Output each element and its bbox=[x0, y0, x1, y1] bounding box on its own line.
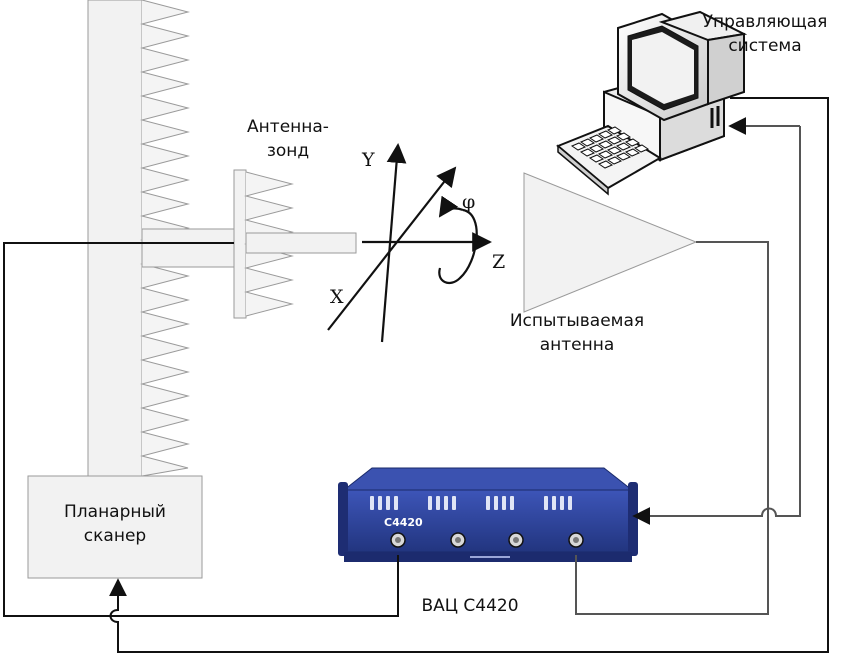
vna-port-core bbox=[573, 537, 579, 543]
axis-y-line bbox=[380, 143, 407, 343]
label-axis-y: Y bbox=[362, 149, 375, 171]
wire-probe-to-vna bbox=[3, 242, 399, 617]
vna-switch bbox=[544, 496, 548, 510]
wiring bbox=[3, 97, 829, 653]
axis-x-line bbox=[327, 166, 457, 331]
keyboard-key bbox=[624, 148, 641, 157]
label-planar-scanner: Планарный сканер bbox=[28, 500, 202, 548]
vna-switch bbox=[378, 496, 382, 510]
keyboard-key bbox=[597, 150, 614, 159]
keyboard-key bbox=[624, 138, 641, 147]
keyboard-key bbox=[606, 156, 623, 165]
vna-switch bbox=[510, 496, 514, 510]
keyboard-key bbox=[633, 144, 650, 153]
label-vna: ВАЦ С4420 bbox=[421, 596, 519, 616]
computer-icon bbox=[556, 10, 748, 196]
vna-switch bbox=[370, 496, 374, 510]
vna-switch bbox=[560, 496, 564, 510]
label-planar-scanner-line1: Планарный bbox=[64, 502, 166, 522]
vna-brand-label: C4420 bbox=[384, 516, 423, 529]
label-axis-z: Z bbox=[492, 251, 506, 273]
label-planar-scanner-line2: сканер bbox=[83, 526, 147, 546]
probe-mount-rod bbox=[141, 228, 235, 268]
vna-strip bbox=[470, 556, 510, 558]
vna-port-core bbox=[395, 537, 401, 543]
coordinate-axes bbox=[327, 143, 492, 343]
label-probe-antenna: Антенна- зонд bbox=[228, 115, 348, 163]
vna-port-core bbox=[513, 537, 519, 543]
vna-switch bbox=[436, 496, 440, 510]
label-axis-x: X bbox=[330, 286, 344, 308]
keyboard-key bbox=[570, 142, 587, 151]
vna-switch bbox=[552, 496, 556, 510]
keyboard-key bbox=[588, 134, 605, 143]
keyboard-key bbox=[606, 126, 623, 135]
label-test-antenna-line1: Испытываемая bbox=[509, 311, 645, 331]
rotation-arrow-icon bbox=[438, 195, 478, 285]
scanner-absorber-panel bbox=[87, 0, 190, 477]
keyboard-key bbox=[615, 152, 632, 161]
vna-switch bbox=[568, 496, 572, 510]
keyboard-key bbox=[606, 146, 623, 155]
vna-switch bbox=[452, 496, 456, 510]
vna-switch bbox=[386, 496, 390, 510]
vna-switch bbox=[394, 496, 398, 510]
wire-control-to-scanner bbox=[109, 97, 829, 653]
test-antenna bbox=[523, 172, 698, 313]
label-probe-antenna-line2: зонд bbox=[266, 141, 310, 161]
keyboard-key bbox=[588, 144, 605, 153]
vna-switch bbox=[428, 496, 432, 510]
vna-switch bbox=[502, 496, 506, 510]
keyboard-key bbox=[597, 140, 614, 149]
keyboard-key bbox=[615, 142, 632, 151]
keyboard-key bbox=[606, 136, 623, 145]
keyboard-key bbox=[597, 160, 614, 169]
keyboard-key bbox=[588, 154, 605, 163]
keyboard-key bbox=[579, 148, 596, 157]
keyboard-key bbox=[615, 132, 632, 141]
keyboard-key bbox=[579, 138, 596, 147]
vna-switch bbox=[444, 496, 448, 510]
vna-switch bbox=[494, 496, 498, 510]
vna-port-core bbox=[455, 537, 461, 543]
vna-switch bbox=[486, 496, 490, 510]
label-control-system-line1: Управляющая bbox=[702, 12, 828, 32]
label-axis-phi: φ bbox=[462, 191, 476, 213]
probe-antenna bbox=[233, 169, 357, 319]
label-probe-antenna-line1: Антенна- bbox=[247, 117, 329, 137]
planar-scanner-box bbox=[27, 475, 203, 579]
label-control-system: Управляющая система bbox=[690, 10, 840, 58]
wire-control-to-vna bbox=[632, 126, 801, 525]
wire-vna-to-test-antenna bbox=[575, 241, 769, 615]
label-test-antenna-line2: антенна bbox=[539, 335, 615, 355]
label-test-antenna: Испытываемая антенна bbox=[492, 309, 662, 357]
label-control-system-line2: система bbox=[728, 36, 802, 56]
vna-device-icon: C4420 bbox=[338, 467, 638, 562]
keyboard-key bbox=[597, 130, 614, 139]
